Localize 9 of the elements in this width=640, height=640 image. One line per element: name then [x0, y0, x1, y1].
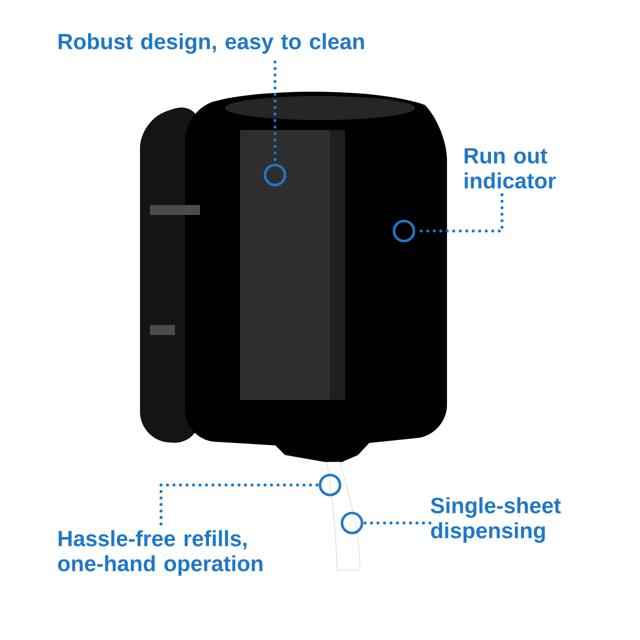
callout-text: Hassle-free refills, one-hand operation [58, 530, 262, 576]
marker-circle [264, 164, 286, 186]
callout-text: Single-sheet dispensing [430, 497, 561, 543]
callout-text: Robust design, easy to clean [58, 33, 364, 54]
marker-circle [318, 474, 342, 496]
marker-circle [392, 220, 416, 242]
callout-text: Run out indicator [464, 148, 556, 189]
marker-circle [340, 512, 364, 534]
leader-line [362, 522, 432, 524]
